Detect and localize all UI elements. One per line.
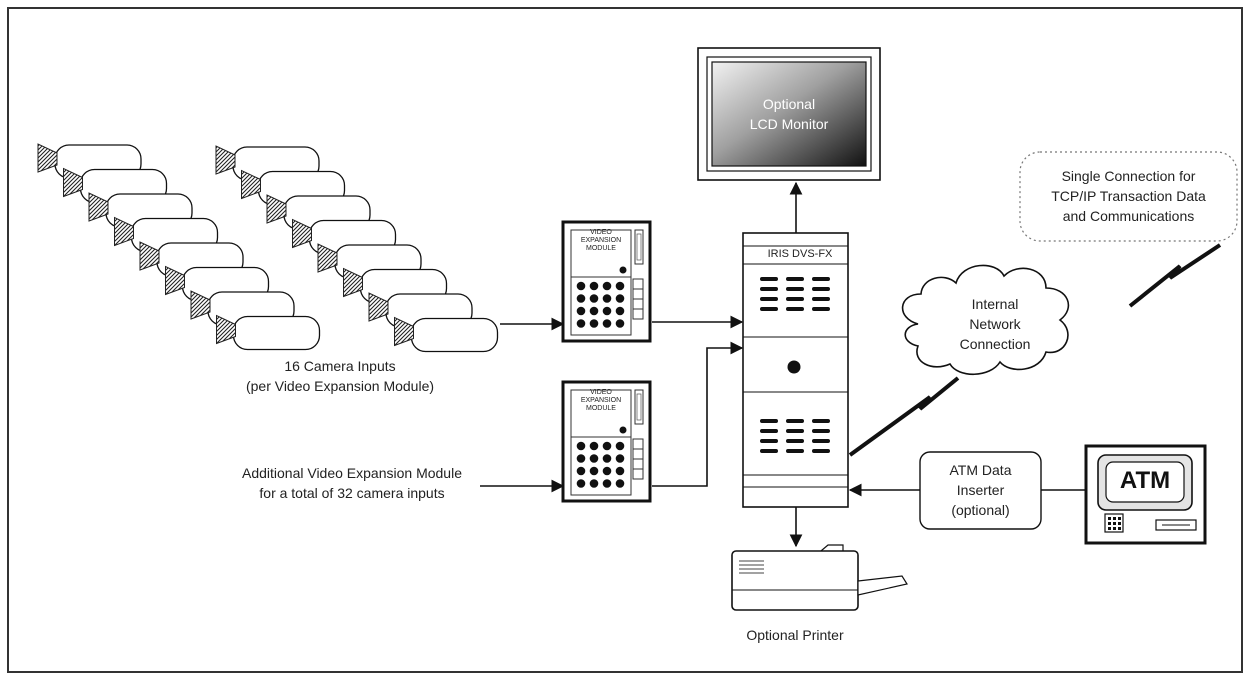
tcpip-label-line3: and Communications [1062,208,1195,224]
tcpip-label-line2: TCP/IP Transaction Data [1051,188,1206,204]
camera-group [37,143,499,353]
atm-inserter-line2: Inserter [956,482,1005,498]
camera-inputs-label: 16 Camera Inputs (per Video Expansion Mo… [230,356,450,396]
network-label-line3: Connection [959,336,1031,352]
module1-label-line2: EXPANSION [580,237,622,244]
additional-module-caption: Additional Video Expansion Module for a … [222,463,482,503]
module2-label-line3: MODULE [586,405,616,412]
atm-inserter-line1: ATM Data [949,462,1012,478]
atm-screen-label: ATM [1119,467,1171,494]
printer [731,544,908,611]
video-expansion-module-2 [561,380,652,503]
tcpip-label: Single Connection for TCP/IP Transaction… [1020,166,1237,226]
module2-label-line1: VIDEO [590,389,612,396]
network-label-line2: Network [969,316,1021,332]
dvr-label: IRIS DVS-FX [767,248,833,260]
camera-inputs-line1: 16 Camera Inputs [284,358,396,374]
atm-inserter-line3: (optional) [951,502,1010,518]
module2-label: VIDEO EXPANSION MODULE [571,389,631,413]
dvr-unit [742,232,849,508]
camera-6 [165,265,270,302]
network-label: Internal Network Connection [945,294,1045,354]
atm-inserter-label: ATM Data Inserter (optional) [920,460,1041,520]
module1-label: VIDEO EXPANSION MODULE [571,229,631,253]
camera-16 [394,316,499,353]
additional-module-line2: for a total of 32 camera inputs [259,485,445,501]
network-label-line1: Internal [971,296,1019,312]
additional-module-line1: Additional Video Expansion Module [241,465,462,481]
lcd-monitor [697,47,881,181]
module2-label-line2: EXPANSION [580,397,622,404]
monitor-label-line1: Optional [762,96,816,112]
module2-to-dvr-arrow [652,341,744,487]
printer-label: Optional Printer [746,627,844,643]
monitor-label-line2: LCD Monitor [749,116,829,132]
network-cloud [901,264,1070,375]
monitor-label: Optional LCD Monitor [712,94,866,134]
atm-machine [1084,444,1207,545]
camera-inputs-line2: (per Video Expansion Module) [245,378,435,394]
tcpip-label-line1: Single Connection for [1061,168,1196,184]
network-lightning [848,376,960,457]
camera-8 [216,314,321,351]
module1-label-line1: VIDEO [590,229,612,236]
tcpip-box [1019,151,1238,242]
module1-label-line3: MODULE [586,245,616,252]
tcpip-lightning [1128,243,1222,308]
video-expansion-module-1 [561,220,652,343]
